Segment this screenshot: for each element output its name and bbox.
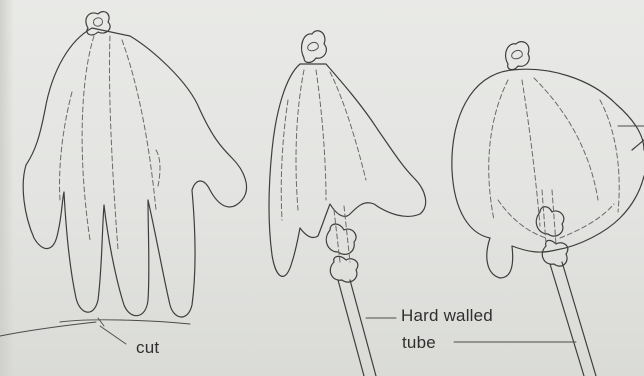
glove-1-fold-b [109,36,118,250]
glove-3-fold-f [600,100,619,212]
cut-mark [0,318,104,336]
glove-1-knot-loop [94,18,103,26]
glove-1-fold-d [60,92,73,200]
tube-2-wall-right [350,280,376,376]
glove-1-tied [0,12,247,344]
glove-2-neck-tie [326,224,356,254]
glove-3-fold-d [498,200,546,238]
tube-label: tube [402,333,436,353]
glove-3-right-edge [632,140,644,150]
glove-1-fold-a [82,36,94,240]
glove-3-neck-tie-lower [542,240,568,266]
glove-3-fold-e [560,204,614,238]
glove-1-fold-c [122,40,156,210]
glove-3-neck-tie [536,207,564,236]
glove-3-fold-b [522,80,540,226]
glove-1-fold-e [156,150,160,186]
hard-walled-label: Hard walled [401,306,493,326]
glove-2-fold-b [316,70,326,200]
glove-3-fold-a [489,80,508,220]
glove-3-knot [506,42,530,70]
glove-2-knot [302,31,327,63]
glove-2-fold-d [281,100,288,220]
glove-3-outline [452,70,644,278]
glove-1-knot [86,12,110,35]
tube-2-wall-left [338,280,364,376]
glove-2-fold-a [296,70,304,210]
glove-2-knot-loop [308,42,319,50]
glove-2-neck-tie-lower [330,256,358,282]
glove-3-fold-c [534,78,598,200]
cut-label: cut [136,338,159,358]
cut-line [60,320,190,324]
glove-3-knot-loop [512,50,523,58]
glove-2-outline [269,64,426,276]
glove-2-fold-c [330,72,366,180]
glove-1-outline [23,28,246,317]
cut-leader [100,326,126,344]
